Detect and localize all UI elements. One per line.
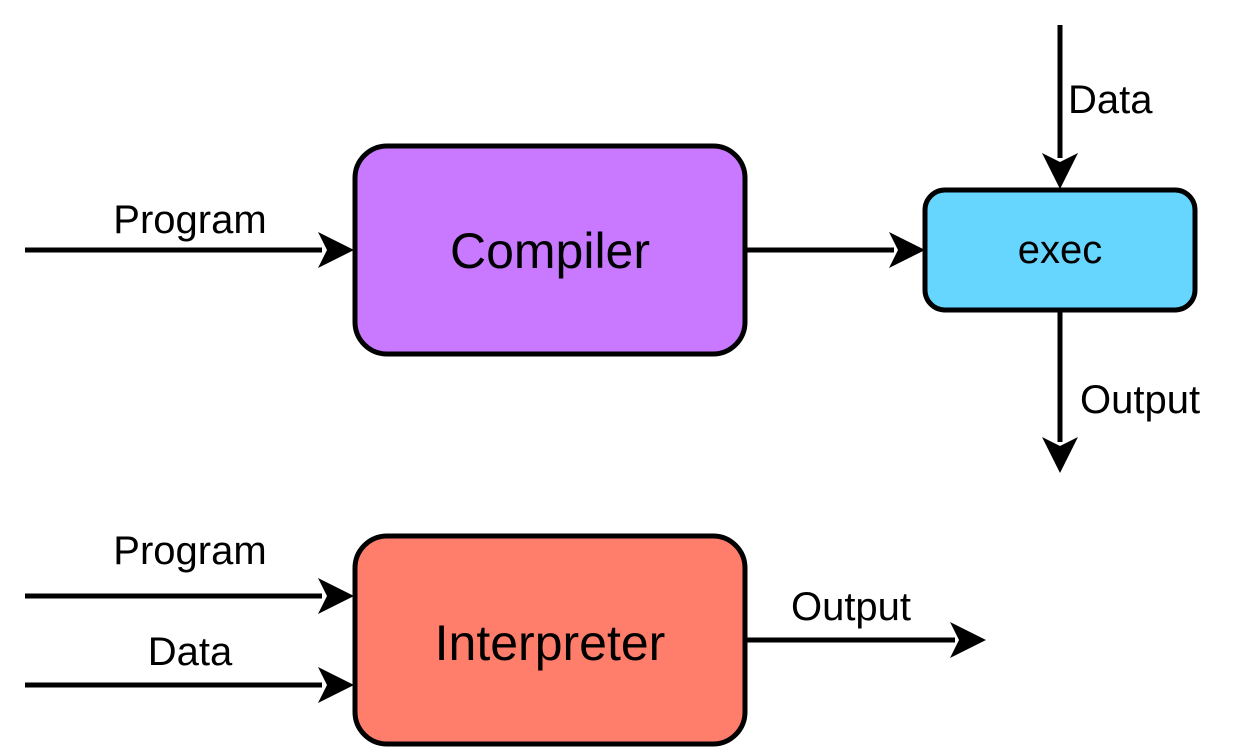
compiler-to-exec-arrow — [745, 232, 925, 268]
compiler-program-input-arrow — [25, 232, 354, 268]
exec-data-label: Data — [1068, 78, 1153, 122]
interpreter-output-label: Output — [791, 585, 911, 629]
compiler-program-label: Program — [113, 198, 266, 242]
interpreter-box-label: Interpreter — [435, 615, 666, 671]
compiler-box-label: Compiler — [450, 223, 650, 279]
exec-output-label: Output — [1080, 378, 1200, 422]
interpreter-data-input-arrow — [25, 667, 354, 703]
interpreter-data-label: Data — [148, 630, 233, 674]
interpreter-pipeline: Program Data Interpreter Output — [25, 529, 986, 747]
exec-output-arrow — [1042, 310, 1078, 473]
exec-box-label: exec — [1018, 228, 1103, 272]
interpreter-program-label: Program — [113, 529, 266, 573]
interpreter-output-arrow — [745, 622, 986, 658]
compiler-pipeline: Program Compiler Data exec Output — [25, 25, 1200, 473]
interpreter-program-input-arrow — [25, 578, 354, 614]
exec-data-input-arrow — [1042, 25, 1078, 189]
